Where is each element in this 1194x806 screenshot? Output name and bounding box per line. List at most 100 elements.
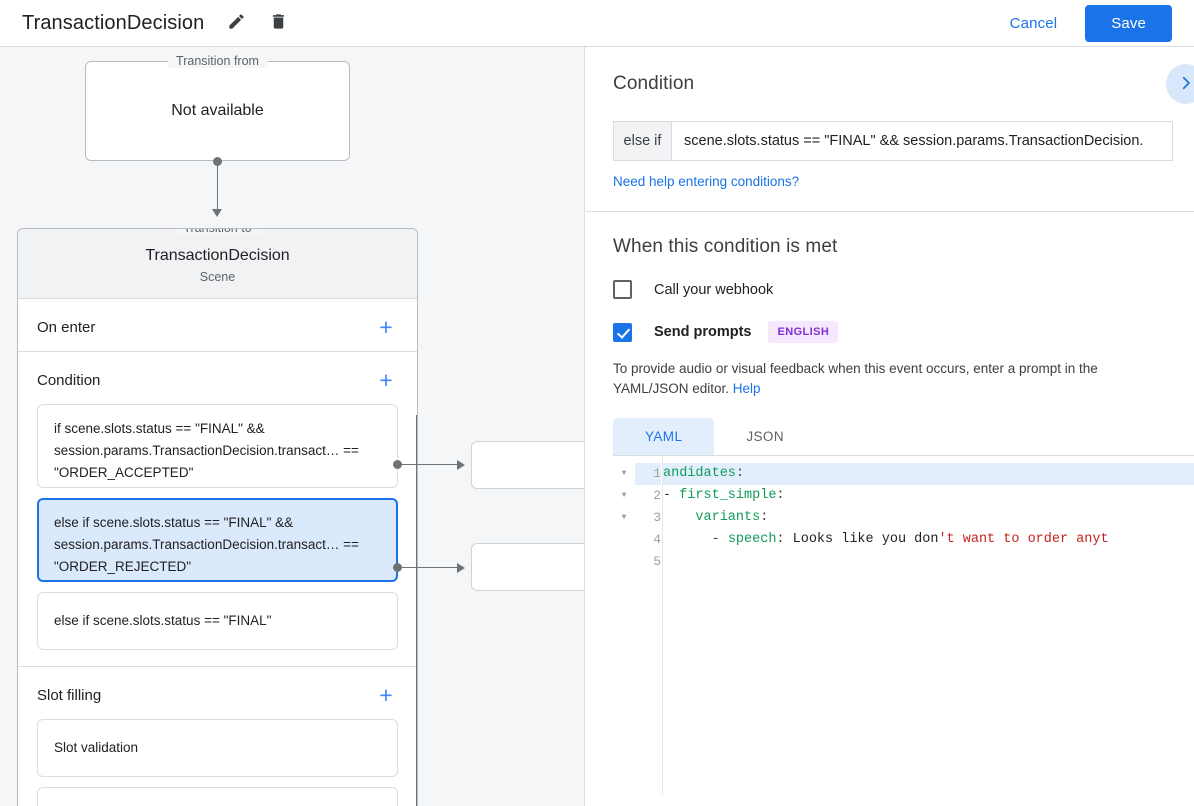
section-on-enter: On enter +	[18, 299, 417, 352]
pencil-icon	[227, 12, 246, 34]
tab-json[interactable]: JSON	[714, 418, 816, 455]
condition-item-accepted[interactable]: if scene.slots.status == "FINAL" && sess…	[37, 404, 398, 488]
scene-type: Scene	[199, 270, 236, 284]
call-webhook-checkbox[interactable]	[613, 280, 632, 299]
add-on-enter-button[interactable]: +	[374, 315, 398, 339]
language-badge: ENGLISH	[768, 321, 839, 343]
line-number: 4	[653, 532, 661, 547]
condition-expression-input[interactable]	[671, 121, 1173, 161]
target-node-2[interactable]	[471, 543, 584, 591]
delete-button[interactable]	[264, 9, 292, 37]
line-number: 5	[653, 554, 661, 569]
section-slot-filling: Slot filling + Slot validation	[18, 667, 417, 806]
code-token: Looks like you don	[792, 532, 939, 547]
fold-spacer	[613, 529, 635, 551]
edit-name-button[interactable]	[222, 9, 250, 37]
detail-top: Condition else if Need help entering con…	[586, 47, 1194, 212]
code-token: :	[735, 466, 745, 481]
connector-line-from-to	[216, 161, 218, 212]
code-token: :	[760, 510, 769, 525]
add-condition-button[interactable]: +	[374, 368, 398, 392]
editor-code-area[interactable]: andidates:- first_simple: variants: - sp…	[663, 456, 1194, 795]
editor-format-tabs: YAML JSON	[613, 418, 1194, 455]
code-token: variants	[695, 510, 761, 525]
section-condition: Condition + if scene.slots.status == "FI…	[18, 352, 417, 667]
code-token: -	[663, 532, 728, 547]
scene-card-header: TransactionDecision Scene	[18, 229, 417, 299]
add-slot-filling-button[interactable]: +	[374, 683, 398, 707]
save-button[interactable]: Save	[1085, 4, 1172, 42]
fold-spacer	[613, 551, 635, 573]
condition-item-rejected[interactable]: else if scene.slots.status == "FINAL" &&…	[37, 498, 398, 582]
code-token	[663, 510, 695, 525]
condition-input-row: else if	[613, 121, 1173, 161]
transition-from-node[interactable]: Transition from Not available	[85, 54, 350, 161]
send-prompts-checkbox-row[interactable]: Send prompts ENGLISH	[613, 321, 1194, 343]
slot-filling-list: Slot validation	[18, 719, 417, 806]
code-token: andidates	[663, 466, 736, 481]
prompts-help-link[interactable]: Help	[732, 381, 761, 396]
code-line[interactable]: variants:	[663, 507, 1194, 529]
connector-arrow-down	[212, 209, 222, 217]
transition-from-legend: Transition from	[167, 54, 268, 68]
trash-icon	[269, 12, 288, 34]
scene-graph-pane[interactable]: Transition from Not available Transition…	[0, 47, 585, 806]
detail-panel-title: Condition	[613, 73, 695, 94]
call-webhook-label: Call your webhook	[654, 281, 774, 298]
code-line[interactable]: andidates:	[663, 463, 1194, 485]
code-token: :	[776, 488, 785, 503]
condition-list: if scene.slots.status == "FINAL" && sess…	[18, 404, 417, 666]
connector-line-condition-2	[397, 567, 459, 568]
code-token: first_simple	[679, 488, 777, 503]
target-node-1[interactable]	[471, 441, 584, 489]
code-token: 't want to order anyt	[938, 532, 1109, 547]
connector-arrow-condition-1	[457, 459, 465, 470]
tab-yaml[interactable]: YAML	[613, 418, 715, 455]
scene-name: TransactionDecision	[145, 247, 290, 264]
condition-detail-pane: Condition else if Need help entering con…	[586, 47, 1194, 806]
code-line[interactable]	[663, 551, 1194, 573]
collapse-panel-button[interactable]	[1166, 64, 1194, 104]
connector-arrow-condition-2	[457, 562, 465, 573]
body-split: Transition from Not available Transition…	[0, 47, 1194, 806]
page-title: TransactionDecision	[22, 11, 205, 34]
section-title-condition: Condition	[37, 371, 101, 389]
webhook-checkbox-row[interactable]: Call your webhook	[613, 280, 1194, 299]
connector-line-condition-1	[397, 464, 459, 465]
connector-dot-from	[213, 157, 222, 166]
section-title-on-enter: On enter	[37, 318, 96, 336]
condition-item-final[interactable]: else if scene.slots.status == "FINAL"	[37, 592, 398, 650]
when-condition-met-title: When this condition is met	[613, 236, 838, 257]
transition-from-value: Not available	[171, 102, 264, 119]
section-header-slot-filling: Slot filling +	[18, 667, 417, 719]
line-number: 3	[653, 510, 661, 525]
transition-to-legend: Transition to	[174, 229, 261, 235]
chevron-right-icon	[1177, 74, 1194, 95]
cancel-button[interactable]: Cancel	[996, 7, 1072, 40]
line-number: 1	[635, 463, 661, 485]
code-line[interactable]: - speech: Looks like you don't want to o…	[663, 529, 1194, 551]
transition-to-scene-card[interactable]: Transition to TransactionDecision Scene …	[17, 228, 418, 806]
send-prompts-checkbox[interactable]	[613, 322, 632, 342]
send-prompts-label: Send prompts	[654, 324, 752, 340]
condition-help-link[interactable]: Need help entering conditions?	[613, 174, 800, 189]
fold-toggle-icon[interactable]: ▼	[621, 491, 627, 500]
connector-bus-line	[416, 415, 417, 806]
section-header-on-enter: On enter +	[18, 299, 417, 351]
editor-fold-gutter[interactable]: ▼ ▼ ▼	[613, 456, 635, 795]
slot-validation-item[interactable]: Slot validation	[37, 719, 398, 777]
line-number: 2	[653, 488, 661, 503]
slot-filling-item-partial[interactable]	[37, 787, 398, 806]
code-token: :	[776, 532, 793, 547]
section-header-condition: Condition +	[18, 352, 417, 404]
detail-divider	[586, 211, 1194, 212]
editor-line-numbers: 1 2 3 4 5	[635, 456, 663, 795]
fold-toggle-icon[interactable]: ▼	[621, 469, 627, 478]
fold-toggle-icon[interactable]: ▼	[621, 513, 627, 522]
prompts-helper-text: To provide audio or visual feedback when…	[613, 359, 1167, 399]
condition-prefix-label: else if	[613, 121, 671, 161]
prompts-helper-sentence: To provide audio or visual feedback when…	[613, 361, 1098, 396]
code-line[interactable]: - first_simple:	[663, 485, 1194, 507]
